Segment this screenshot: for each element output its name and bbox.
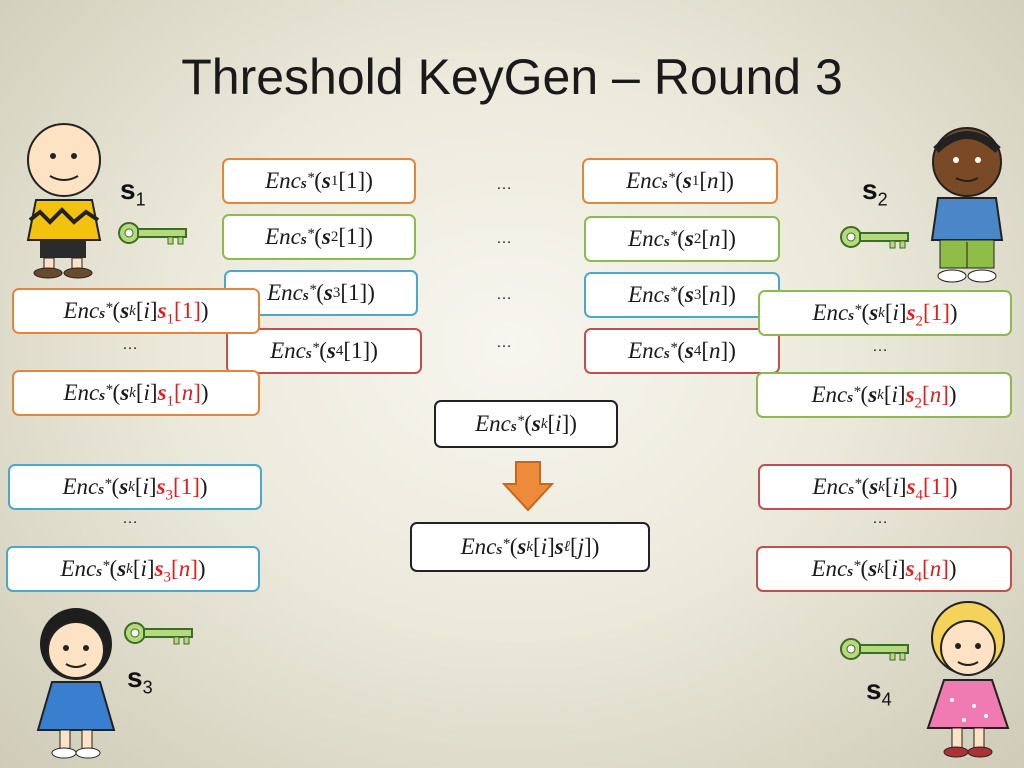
sally-icon [926,601,1010,758]
key-icon [124,622,193,645]
key-icon [840,638,909,661]
ellipsis: … [872,338,888,355]
key-icon [840,226,909,249]
party-label-s4: s4 [866,674,892,710]
party-label-s3: s3 [127,662,153,698]
franklin-icon [930,127,1004,283]
key-icon [118,222,187,245]
party-label-s1: s1 [120,174,146,210]
ellipsis: … [496,176,512,193]
ellipsis: … [496,286,512,303]
ellipsis: … [122,510,138,527]
lucy-icon [36,608,116,759]
charlie-brown-icon [26,123,102,279]
ellipsis: … [496,334,512,351]
ellipsis: … [122,336,138,353]
ellipsis: … [872,510,888,527]
party-label-s2: s2 [862,174,888,210]
down-arrow-icon [502,461,554,512]
slide-title: Threshold KeyGen – Round 3 [181,49,843,105]
ellipsis: … [496,230,512,247]
